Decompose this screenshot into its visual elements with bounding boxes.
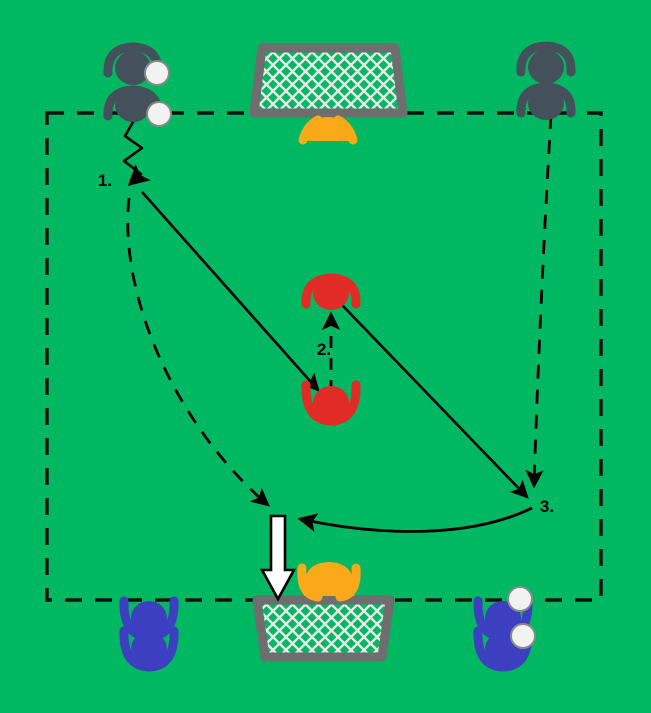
ball-icon	[507, 586, 533, 612]
player-arms	[119, 626, 179, 672]
player-arms	[516, 41, 576, 77]
ball-icon	[146, 101, 172, 127]
player-body	[313, 386, 349, 420]
pass-line-1-to-red	[141, 191, 320, 392]
player-body	[528, 86, 564, 120]
player-group-gray-top-right[interactable]	[516, 41, 576, 120]
cross-curve-3-to-box	[297, 506, 533, 533]
shot-arrow-bottom-goal	[259, 514, 297, 602]
player-gray-tl-2[interactable]	[103, 85, 172, 127]
player-red-lower[interactable]	[301, 380, 361, 426]
step-label-3: 3.	[540, 497, 554, 516]
goal-bottom	[252, 595, 395, 662]
pass-line-red-to-3	[341, 304, 529, 499]
player-body	[115, 88, 151, 122]
player-gray-tl-1[interactable]	[103, 42, 170, 86]
keeper-bottom	[297, 562, 361, 602]
keeper-top-arm-right	[333, 115, 358, 145]
goal-bottom-frame	[252, 595, 395, 662]
run-dashed-topright-to-3	[525, 114, 553, 489]
player-gray-tr-1[interactable]	[516, 41, 576, 84]
ball-icon	[144, 60, 170, 86]
goal-top	[249, 43, 408, 118]
player-group-blue-bottom-left[interactable]	[119, 596, 179, 672]
ball-icon	[510, 623, 536, 649]
goal-top-frame	[249, 43, 408, 118]
player-body	[485, 601, 521, 635]
player-gray-tr-2[interactable]	[516, 82, 576, 120]
keeper-bottom-arm-right	[335, 563, 361, 602]
step-label-1: 1.	[98, 171, 112, 190]
player-red-upper[interactable]	[301, 273, 361, 310]
player-blue-br-2[interactable]	[473, 623, 536, 672]
player-body	[528, 50, 564, 84]
player-body	[131, 632, 167, 666]
player-group-red-center[interactable]	[301, 273, 361, 426]
keeper-bottom-arm-left	[297, 563, 323, 602]
player-body	[131, 601, 167, 635]
player-group-gray-top-left[interactable]	[103, 42, 172, 127]
player-group-blue-bottom-right[interactable]	[473, 586, 536, 672]
run-dashed-1-to-box	[126, 197, 270, 507]
dribble-zigzag-top-left	[122, 120, 151, 186]
keeper-top	[298, 115, 358, 145]
player-body	[115, 51, 151, 85]
player-arms	[301, 380, 361, 426]
player-body	[313, 276, 349, 310]
keeper-bottom-body	[303, 562, 355, 596]
keeper-top-arm-left	[298, 115, 323, 145]
step-label-2: 2.	[317, 340, 331, 359]
player-blue-bl-2[interactable]	[119, 626, 179, 672]
